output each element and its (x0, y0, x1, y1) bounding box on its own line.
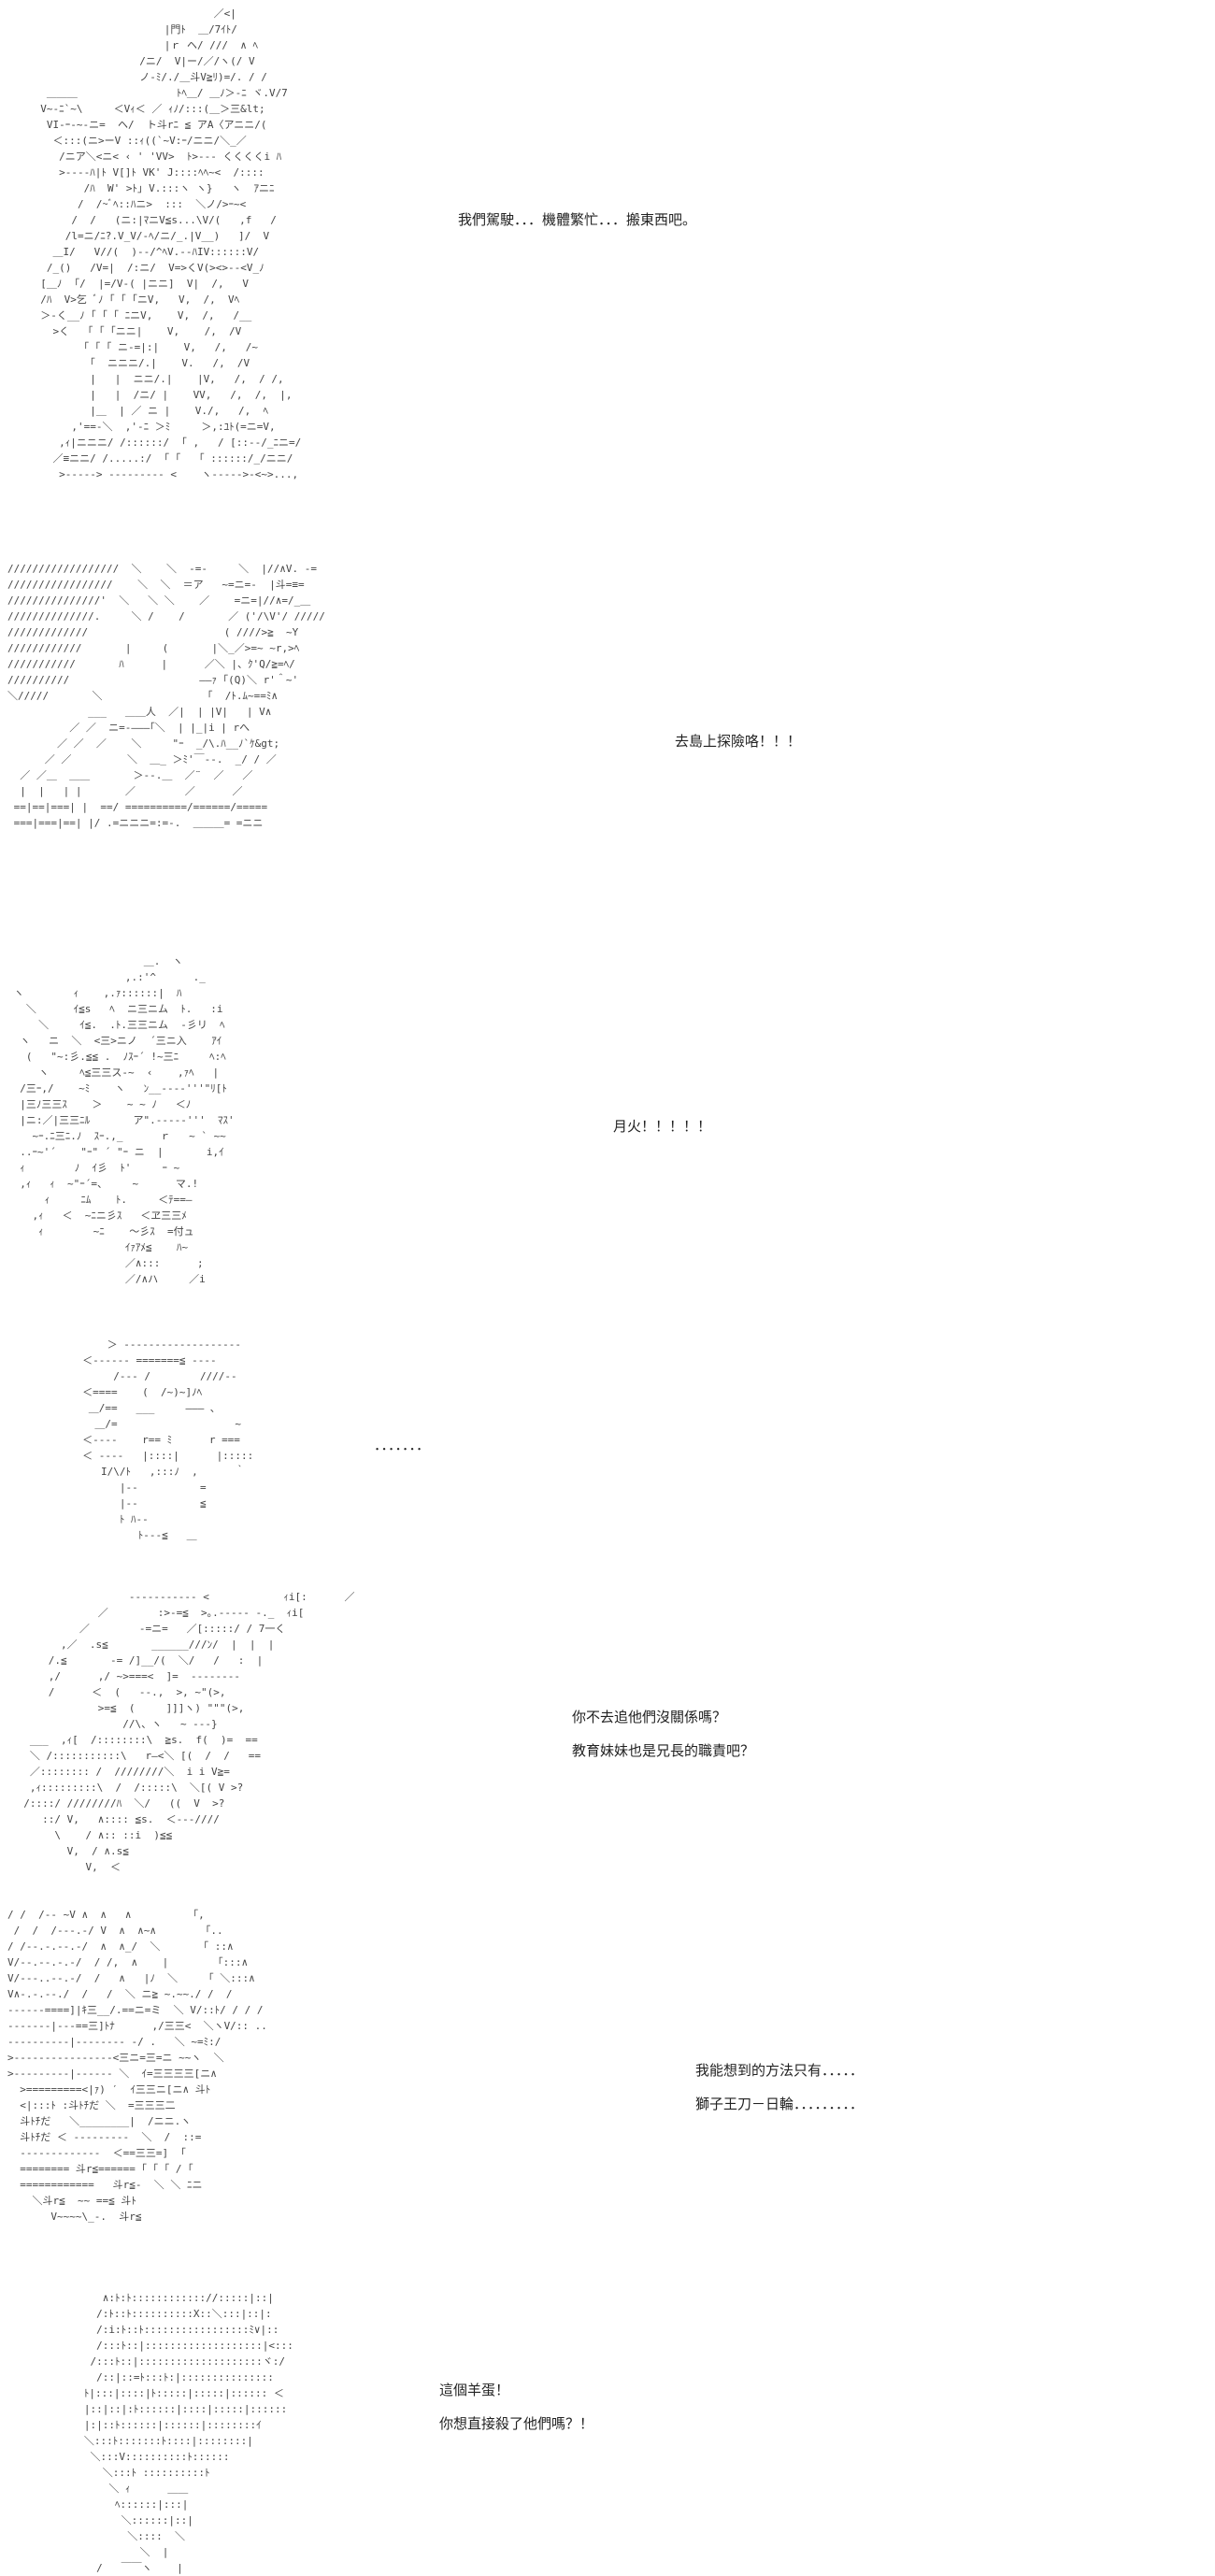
panel-5: ----------- < ｨi[: ／ ／ :>-=≦ >｡.----- -.… (0, 1589, 1215, 1888)
dialogue-line: 我們駕駛．．．機體繁忙．．．搬東西吧。 (458, 211, 697, 228)
panel-7: ∧:ﾄ:ﾄ:::::::::::://:::::|::| /:ﾄ::ﾄ:::::… (0, 2281, 1215, 2574)
dialogue-line: ．．．．．．． (374, 1437, 431, 1453)
panel-2: ////////////////// ＼ ＼ -=- ＼ |//∧V. -= /… (0, 561, 1215, 935)
dialogue-line: 這個羊蛋！ (439, 2382, 510, 2398)
dialogue-line: 我能想到的方法只有．．．．． (695, 2062, 865, 2079)
dialogue-line: 教育妹妹也是兄長的職責吧？ (572, 1742, 755, 1759)
ascii-art-angry-girl: ∧:ﾄ:ﾄ:::::::::::://:::::|::| /:ﾄ::ﾄ:::::… (83, 2292, 293, 2574)
panel-4: ＞ ------------------- ＜------ =======≦ -… (0, 1332, 1215, 1594)
ascii-art-sword-technique: / / /-- ~V ∧ ∧ ∧ ｢, / / /---.-/ V ∧ ∧~∧ … (7, 1909, 267, 2223)
dialogue-line: 你想直接殺了他們嗎？！ (439, 2415, 594, 2432)
ascii-art-fire-girl: ＿. ヽ ,.:'^ ._ ヽ ｨ ,.ｧ::::::| ﾊ ＼ ｲ≦s ﾍ ニ… (13, 955, 235, 1285)
ascii-art-standing-figure: ----------- < ｨi[: ／ ／ :>-=≦ >｡.----- -.… (23, 1591, 355, 1873)
panel-3: ＿. ヽ ,.:'^ ._ ヽ ｨ ,.ｧ::::::| ﾊ ＼ ｲ≦s ﾍ ニ… (0, 953, 1215, 1309)
ascii-art-mecha: ／<| |門ﾄ ＿/7ｲﾄ/ |ｒ ヘ/ /// ∧ ﾍ /ニ/ V|ー/／/ヽ… (40, 7, 302, 480)
dialogue-line: 你不去追他們沒關係嗎？ (572, 1709, 727, 1725)
ascii-art-dock-scene: ////////////////// ＼ ＼ -=- ＼ |//∧V. -= /… (7, 563, 325, 829)
panel-1: ／<| |門ﾄ ＿/7ｲﾄ/ |ｒ ヘ/ /// ∧ ﾍ /ニ/ V|ー/／/ヽ… (0, 0, 1215, 542)
panel-6: / / /-- ~V ∧ ∧ ∧ ｢, / / /---.-/ V ∧ ∧~∧ … (0, 1907, 1215, 2262)
ascii-art-character-face: ＞ ------------------- ＜------ =======≦ -… (82, 1338, 254, 1541)
dialogue-line: 月火！！！！！ (613, 1118, 712, 1135)
dialogue-line: 獅子王刀－日輪．．．．．．．．． (695, 2096, 865, 2112)
dialogue-line: 去島上探險咯！！！ (675, 733, 802, 750)
